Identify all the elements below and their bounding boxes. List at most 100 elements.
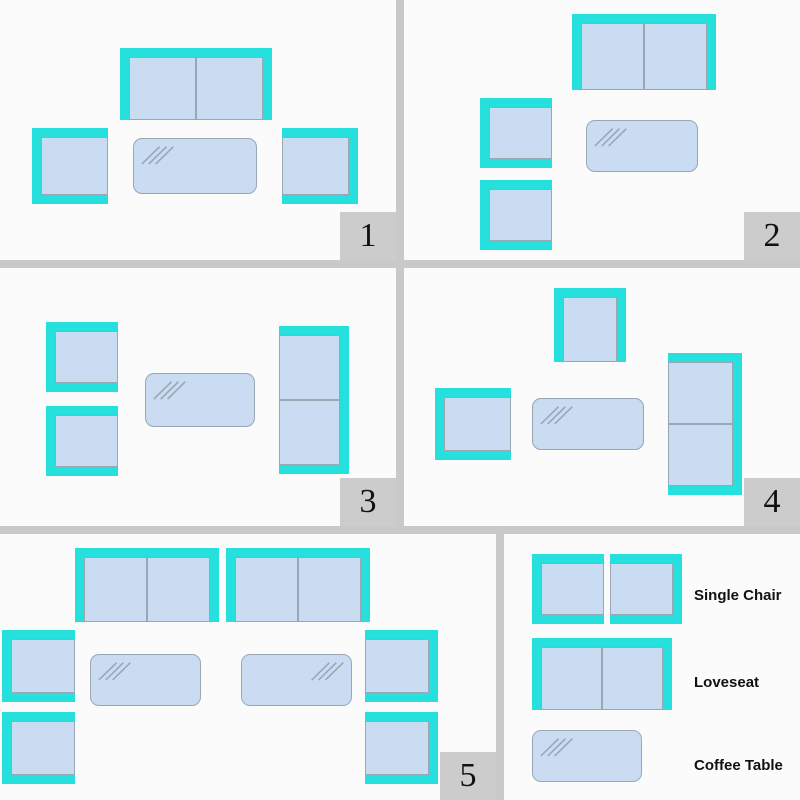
frame-bar-left [480,98,489,168]
legend-coffee-table[interactable] [532,730,642,782]
loveseat-cushion [147,557,210,622]
chair-cushion [489,107,552,159]
loveseat-right[interactable] [668,353,742,495]
coffee-table-center[interactable] [145,373,255,427]
glass-hatch-icon [98,662,131,681]
frame-bar-top [2,630,75,639]
chair-cushion [55,415,118,467]
chair-cushion [11,721,75,775]
panel-4: 4 [404,268,800,526]
frame-bar-bottom [2,775,75,784]
frame-bar-top [279,326,349,335]
frame-bar-top [46,406,118,415]
coffee-table-center[interactable] [586,120,698,172]
frame-bar-right [707,14,716,90]
frame-bar-left [572,14,581,90]
chair-left[interactable] [32,128,108,204]
frame-bar-left [46,406,55,476]
chair-upper-left[interactable] [2,630,75,702]
glass-hatch-icon [540,406,573,425]
frame-bar-right [673,554,682,624]
legend-label-single-chair: Single Chair [694,587,782,604]
legend-loveseat[interactable] [532,638,672,710]
glass-hatch-icon [594,128,627,147]
chair-upper-left[interactable] [480,98,552,168]
chair-cushion [55,331,118,383]
frame-bar-top [226,548,370,557]
loveseat-cushion [581,23,644,90]
loveseat-right[interactable] [279,326,349,474]
frame-bar-left [226,548,235,622]
frame-bar-left [2,712,11,784]
frame-bar-left [32,128,41,204]
loveseat-cushion [129,57,196,120]
panel-5: 5 [0,534,496,800]
loveseat-top-left[interactable] [75,548,219,622]
chair-lower-left[interactable] [480,180,552,250]
frame-bar-top [572,14,716,23]
frame-bar-bottom [282,195,358,204]
loveseat-cushion [279,335,340,400]
chair-lower-left[interactable] [2,712,75,784]
frame-bar-right [340,326,349,474]
panel-number-badge: 2 [744,212,800,260]
frame-bar-bottom [365,693,438,702]
frame-bar-left [46,322,55,392]
loveseat-cushion [196,57,263,120]
frame-bar-top [365,712,438,721]
panel-number-badge: 5 [440,752,496,800]
frame-bar-top [365,630,438,639]
loveseat-top[interactable] [120,48,272,120]
frame-bar-top [532,638,672,647]
coffee-table-center[interactable] [532,398,644,450]
glass-hatch-icon [141,146,174,165]
chair-upper-left[interactable] [46,322,118,392]
chair-cushion [563,297,617,362]
frame-bar-left [2,630,11,702]
coffee-table-right[interactable] [241,654,352,706]
frame-bar-right [349,128,358,204]
frame-bar-right [210,548,219,622]
loveseat-cushion [84,557,147,622]
frame-bar-bottom [32,195,108,204]
legend-chair-left[interactable] [532,554,604,624]
legend-chair-right[interactable] [610,554,682,624]
chair-left[interactable] [435,388,511,460]
frame-bar-right [263,48,272,120]
frame-bar-bottom [435,451,511,460]
loveseat-cushion [602,647,663,710]
coffee-table-center[interactable] [133,138,257,194]
loveseat-top-right[interactable] [226,548,370,622]
loveseat-top-right[interactable] [572,14,716,90]
frame-bar-left [480,180,489,250]
chair-cushion [610,563,673,615]
frame-bar-top [435,388,511,397]
frame-bar-right [733,353,742,495]
panel-3: 3 [0,268,396,526]
panel-number-badge: 3 [340,478,396,526]
panel-number-badge: 4 [744,478,800,526]
frame-bar-top [32,128,108,137]
frame-bar-bottom [480,159,552,168]
frame-bar-left [532,554,541,624]
frame-bar-top [610,554,682,563]
loveseat-cushion [298,557,361,622]
frame-bar-top [668,353,742,362]
frame-bar-bottom [480,241,552,250]
frame-bar-right [361,548,370,622]
coffee-table-left[interactable] [90,654,201,706]
panel-2: 2 [404,0,800,260]
chair-right[interactable] [282,128,358,204]
loveseat-cushion [668,424,733,486]
chair-upper-right[interactable] [365,630,438,702]
loveseat-cushion [279,400,340,465]
frame-bar-bottom [610,615,682,624]
chair-lower-right[interactable] [365,712,438,784]
chair-lower-left[interactable] [46,406,118,476]
chair-top[interactable] [554,288,626,362]
frame-bar-top [46,322,118,331]
frame-bar-bottom [2,693,75,702]
frame-bar-top [480,180,552,189]
frame-bar-bottom [46,467,118,476]
